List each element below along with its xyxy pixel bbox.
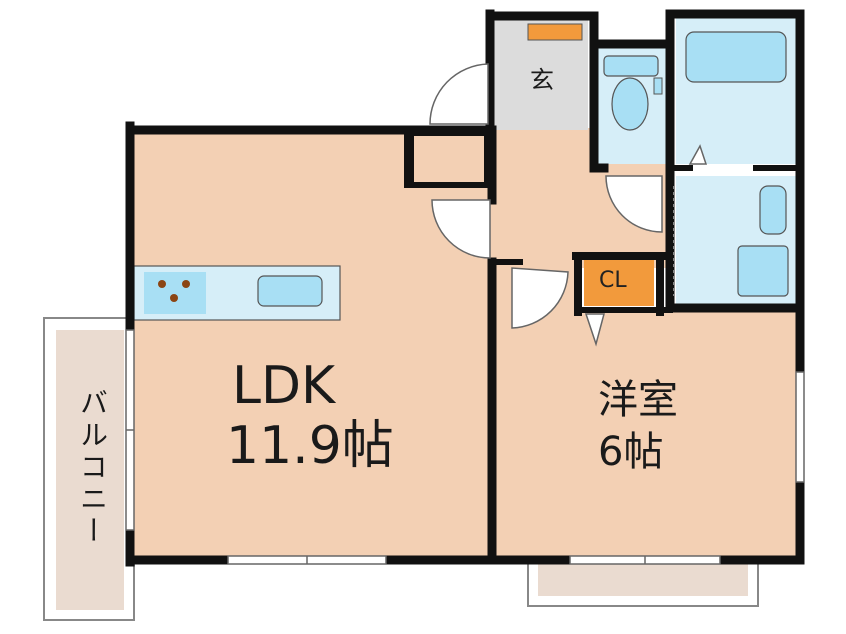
stove-burner-icon: [158, 280, 166, 288]
doors: [429, 63, 708, 347]
western-side-window: [795, 371, 805, 483]
closet-door-marker: [584, 313, 605, 347]
washing-machine-icon: [737, 245, 789, 297]
stove-burner-icon: [182, 280, 190, 288]
washbasin-icon: [759, 185, 787, 235]
balcony: [43, 317, 135, 621]
toilet-room: [594, 48, 670, 164]
stove-burner-icon: [170, 294, 178, 302]
sink-icon: [257, 275, 323, 307]
ldk-size-label: 11.9帖: [226, 416, 394, 476]
balcony-label: バルコニー: [76, 388, 109, 548]
entrance-label: 玄: [530, 66, 554, 94]
ldk-floor: [134, 130, 490, 558]
ldk-door: [431, 199, 491, 259]
kitchen-counter: [133, 265, 341, 321]
closet-label: CL: [599, 268, 627, 293]
toilet-door: [605, 175, 663, 233]
bathroom: [676, 18, 796, 164]
front-door: [429, 63, 489, 125]
bay-window: [527, 559, 759, 607]
western-room-floor: [490, 310, 798, 558]
washroom: [676, 176, 796, 304]
windows: [125, 329, 805, 565]
western-room-size-label: 6帖: [598, 429, 664, 475]
bathroom-door-marker: [688, 144, 708, 165]
toilet-icon: [611, 77, 649, 131]
closet: [584, 260, 654, 306]
shoe-box: [527, 23, 583, 41]
ldk-name-label: LDK: [232, 356, 336, 416]
bathtub-icon: [685, 31, 787, 83]
western-room-name-label: 洋室: [598, 377, 678, 423]
western-room-door: [511, 267, 569, 329]
